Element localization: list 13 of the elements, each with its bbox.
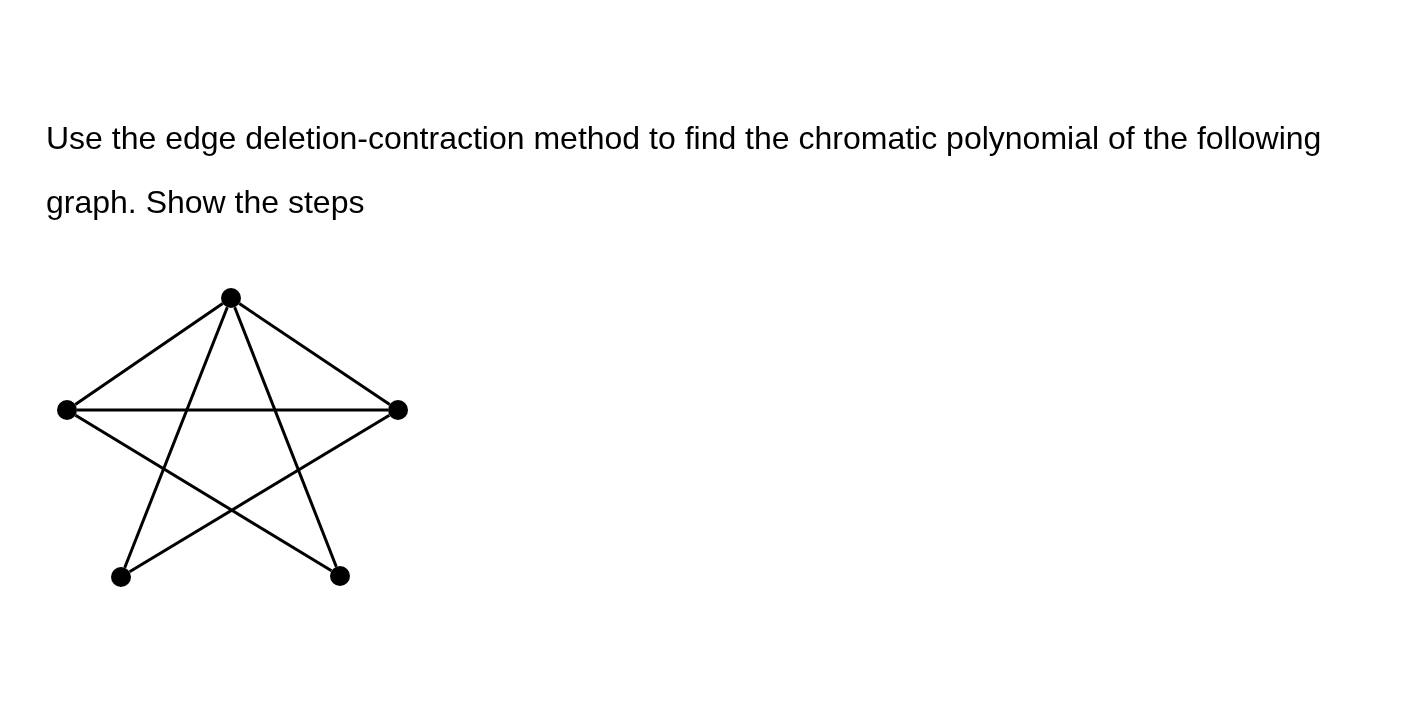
graph-edge [77, 408, 388, 412]
vertex-dot [57, 400, 77, 420]
vertex-dot [388, 400, 408, 420]
vertex-dot [330, 566, 350, 586]
graph-edge [128, 413, 391, 574]
vertex-dot [221, 288, 241, 308]
graph-edge [233, 306, 338, 568]
vertex-dot [111, 567, 131, 587]
graph-edge [74, 413, 333, 573]
graph-edge [123, 306, 229, 569]
graph-edge [74, 302, 224, 406]
graph-edge [238, 302, 391, 406]
question-text: Use the edge deletion-contraction method to find the chromatic polynomial of the following graph. Show the steps [46, 119, 1323, 222]
